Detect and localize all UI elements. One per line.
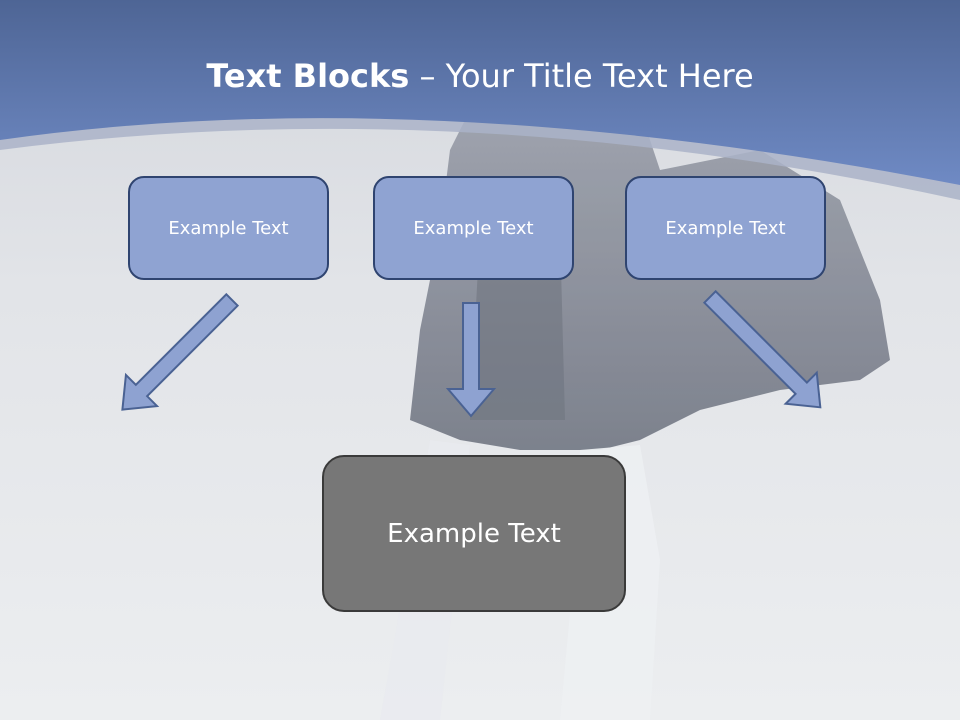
title-dash: –: [409, 57, 446, 95]
text-block-1: Example Text: [128, 176, 329, 280]
text-block-2: Example Text: [373, 176, 574, 280]
text-block-2-label: Example Text: [413, 217, 534, 239]
slide-title: Text Blocks – Your Title Text Here: [0, 54, 960, 98]
text-block-3-label: Example Text: [665, 217, 786, 239]
title-rest-text: Your Title Text Here: [445, 57, 754, 95]
text-block-1-label: Example Text: [168, 217, 289, 239]
text-block-3: Example Text: [625, 176, 826, 280]
target-text-block-label: Example Text: [387, 518, 561, 549]
target-text-block: Example Text: [322, 455, 626, 612]
title-bold-text: Text Blocks: [206, 57, 410, 95]
